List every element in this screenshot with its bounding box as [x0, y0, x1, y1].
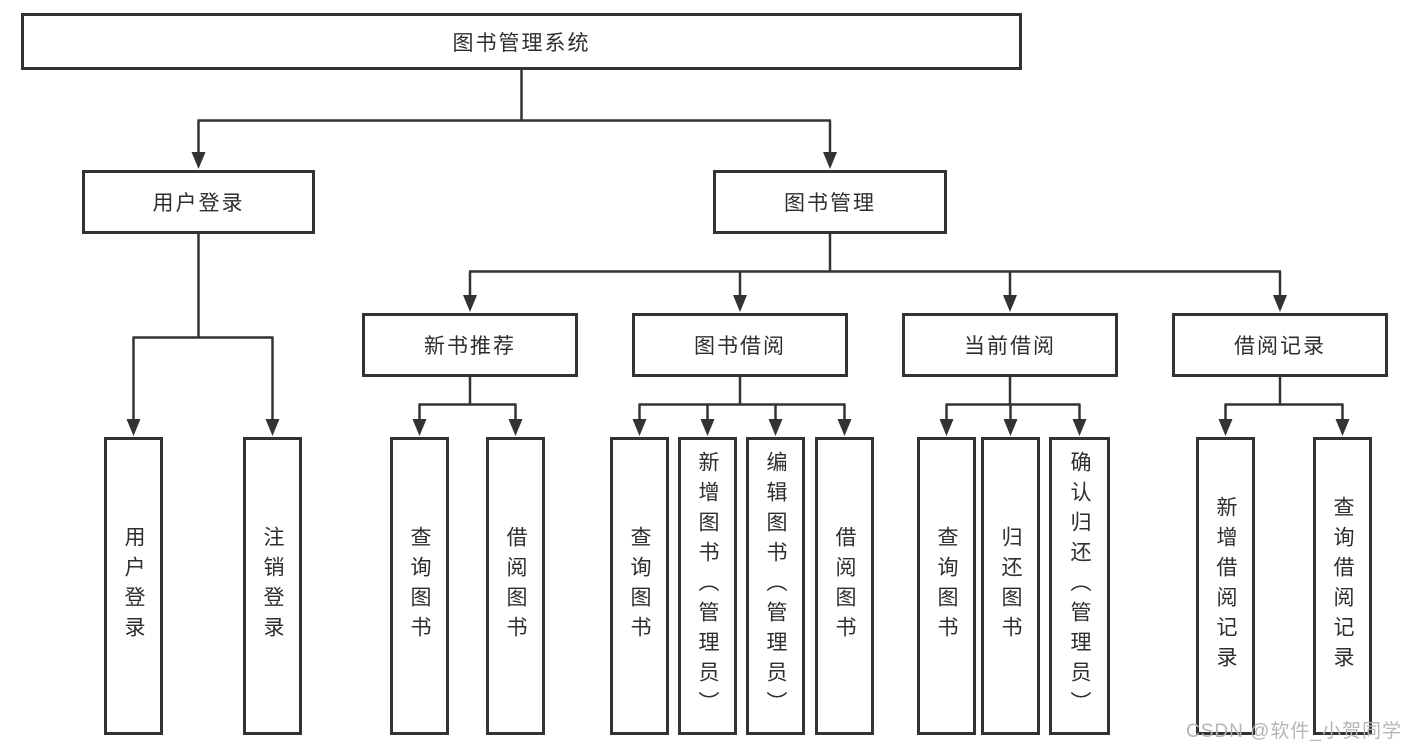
leaf-label: 借阅图书	[833, 526, 857, 646]
leaf-label: 确认归还（管理员）	[1068, 451, 1092, 721]
leaf-query-book: 查询图书	[390, 437, 449, 735]
leaf-label: 新增图书（管理员）	[696, 451, 720, 721]
node-book-borrow: 图书借阅	[632, 313, 848, 377]
leaf-label: 新增借阅记录	[1214, 496, 1238, 676]
node-label: 图书借阅	[694, 335, 786, 358]
node-label: 用户登录	[152, 192, 245, 215]
node-user-login: 用户登录	[82, 170, 315, 234]
leaf-label: 借阅图书	[504, 526, 528, 646]
leaf-return-book: 归还图书	[981, 437, 1040, 735]
node-label: 新书推荐	[424, 335, 516, 358]
leaf-label: 查询借阅记录	[1331, 496, 1355, 676]
node-current-borrow: 当前借阅	[902, 313, 1118, 377]
leaf-add-book-admin: 新增图书（管理员）	[678, 437, 737, 735]
leaf-borrow-book: 借阅图书	[486, 437, 545, 735]
node-label: 当前借阅	[964, 335, 1056, 358]
node-library-management-system: 图书管理系统	[21, 13, 1022, 70]
node-new-book-recommend: 新书推荐	[362, 313, 578, 377]
node-borrow-record: 借阅记录	[1172, 313, 1388, 377]
leaf-label: 编辑图书（管理员）	[764, 451, 788, 721]
leaf-query-book: 查询图书	[917, 437, 976, 735]
leaf-label: 查询图书	[935, 526, 959, 646]
node-label: 借阅记录	[1234, 335, 1326, 358]
leaf-edit-book-admin: 编辑图书（管理员）	[746, 437, 805, 735]
leaf-logout-login: 注销登录	[243, 437, 302, 735]
leaf-label: 归还图书	[999, 526, 1023, 646]
node-book-management: 图书管理	[713, 170, 947, 234]
node-label: 图书管理系统	[452, 31, 591, 55]
leaf-query-borrow-record: 查询借阅记录	[1313, 437, 1372, 735]
leaf-label: 注销登录	[261, 526, 285, 646]
arrowhead-icons	[126, 152, 1350, 436]
leaf-query-book: 查询图书	[610, 437, 669, 735]
leaf-label: 查询图书	[408, 526, 432, 646]
leaf-borrow-book: 借阅图书	[815, 437, 874, 735]
leaf-add-borrow-record: 新增借阅记录	[1196, 437, 1255, 735]
leaf-label: 查询图书	[628, 526, 652, 646]
leaf-label: 用户登录	[122, 526, 146, 646]
leaf-confirm-return-admin: 确认归还（管理员）	[1049, 437, 1110, 735]
leaf-user-login: 用户登录	[104, 437, 163, 735]
node-label: 图书管理	[784, 192, 876, 215]
csdn-watermark: CSDN @软件_小贺同学	[1186, 721, 1402, 742]
